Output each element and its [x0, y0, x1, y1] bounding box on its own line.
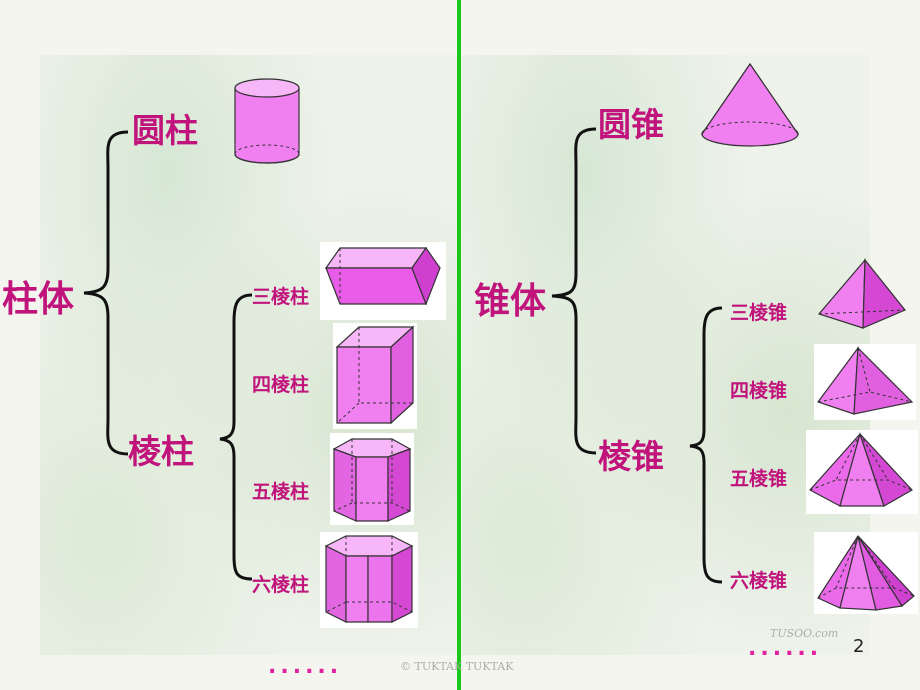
prism-label: 棱柱 — [128, 432, 194, 471]
triangular-prism-label: 三棱柱 — [252, 286, 310, 308]
triangular-pyramid-icon — [817, 258, 906, 329]
triangular-prism-icon — [320, 242, 446, 320]
pentagonal-pyramid-icon — [806, 430, 918, 514]
prism-main-brace — [83, 130, 129, 456]
watermark-left: © TUKTAK TUKTAK — [400, 660, 514, 673]
hexagonal-prism-label: 六棱柱 — [252, 574, 310, 596]
right-panel-background — [462, 55, 870, 655]
cone-label: 圆锥 — [598, 105, 664, 144]
watermark-right: TUSOO.com — [770, 627, 839, 640]
pentagonal-prism-label: 五棱柱 — [252, 481, 310, 503]
pentagonal-prism-icon — [330, 433, 414, 525]
pyramid-root-label: 锥体 — [474, 281, 547, 322]
hexagonal-prism-icon — [320, 532, 418, 628]
hexagonal-pyramid-label: 六棱锥 — [730, 570, 788, 592]
page-number: 2 — [853, 636, 865, 657]
center-divider-line — [457, 0, 461, 690]
cone-icon — [700, 62, 800, 147]
cylinder-icon — [234, 78, 300, 164]
pentagonal-pyramid-label: 五棱锥 — [730, 468, 788, 490]
triangular-pyramid-label: 三棱锥 — [730, 302, 788, 324]
pyramid-main-brace — [551, 127, 597, 455]
continuation-dots-right: ...... — [748, 636, 823, 661]
hexagonal-pyramid-icon — [814, 532, 918, 614]
prism-root-label: 柱体 — [2, 279, 75, 320]
quadrangular-prism-label: 四棱柱 — [252, 374, 310, 396]
quadrangular-prism-icon — [333, 323, 417, 429]
pyramid-label: 棱锥 — [598, 437, 664, 476]
cylinder-label: 圆柱 — [132, 111, 198, 150]
continuation-dots-left: ...... — [268, 654, 343, 679]
pyramid-sub-brace — [689, 306, 723, 584]
quadrangular-pyramid-icon — [814, 344, 916, 420]
quadrangular-pyramid-label: 四棱锥 — [730, 380, 788, 402]
prism-sub-brace — [219, 293, 253, 581]
